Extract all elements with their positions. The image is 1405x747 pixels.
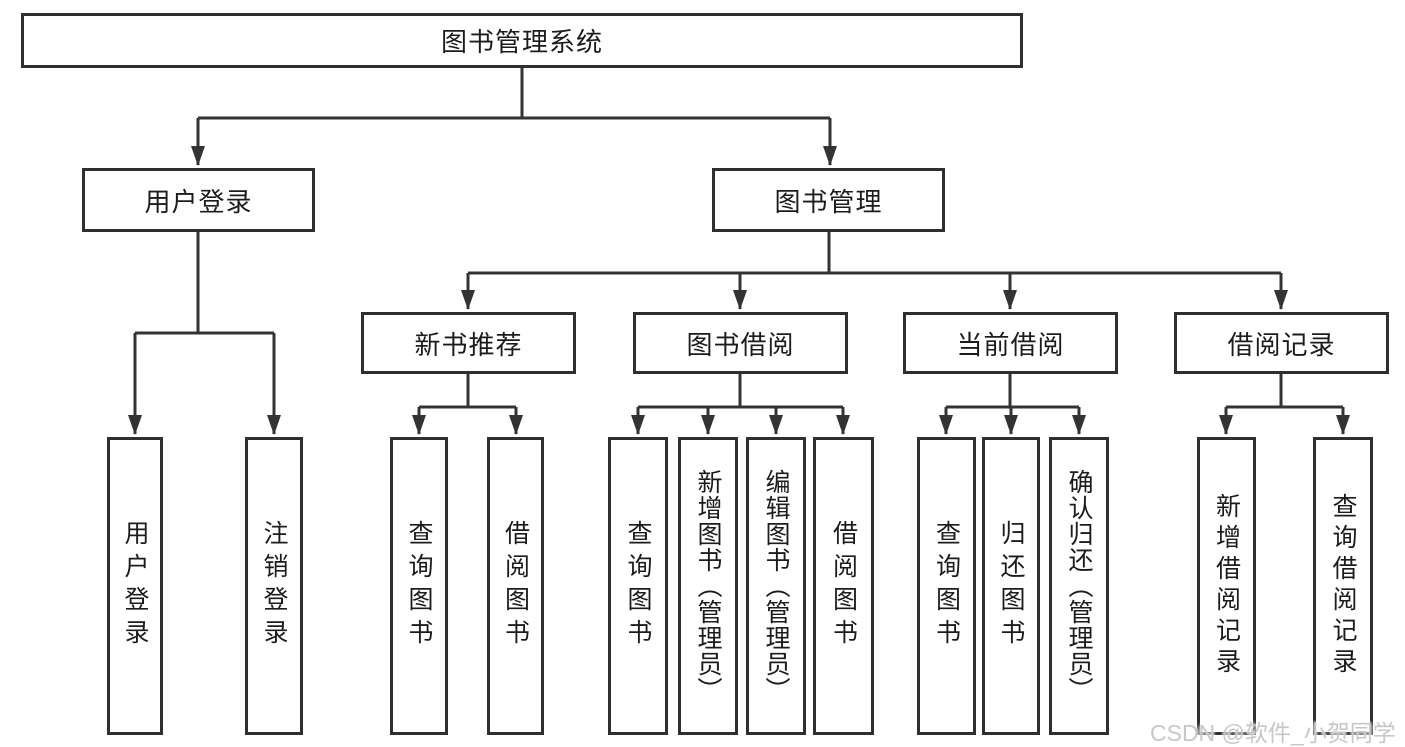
connector-current-split	[946, 374, 1079, 409]
node-user-login: 用户登录	[82, 168, 315, 232]
leaf-user-login: 用户登录	[107, 437, 163, 735]
leaf-logout-login: 注销登录	[245, 437, 303, 735]
connector-book-management-split	[468, 232, 1281, 275]
node-current-borrowing: 当前借阅	[903, 312, 1118, 374]
leaf-borrowing-borrow-books: 借阅图书	[813, 437, 874, 735]
node-new-book-recommend: 新书推荐	[361, 312, 576, 374]
node-book-management: 图书管理	[712, 168, 945, 232]
leaf-newbooks-borrow-books: 借阅图书	[487, 437, 544, 735]
leaf-records-query-record: 查询借阅记录	[1313, 437, 1373, 735]
leaf-borrowing-edit-books-admin: 编辑图书（管理员）	[746, 437, 806, 735]
connector-records-split	[1226, 374, 1343, 409]
leaf-current-confirm-return-admin: 确认归还（管理员）	[1049, 437, 1109, 735]
leaf-borrowing-add-books-admin: 新增图书（管理员）	[678, 437, 738, 735]
node-book-borrowing: 图书借阅	[633, 312, 848, 374]
connector-root-split	[198, 68, 830, 120]
leaf-newbooks-query-books: 查询图书	[390, 437, 448, 735]
connector-user-login-split	[135, 232, 274, 335]
csdn-watermark: CSDN @软件_小贺同学	[1150, 720, 1396, 746]
node-borrow-records: 借阅记录	[1174, 312, 1389, 374]
node-root-system: 图书管理系统	[21, 13, 1023, 68]
leaf-current-query-books: 查询图书	[917, 437, 976, 735]
leaf-borrowing-query-books: 查询图书	[608, 437, 668, 735]
leaf-records-add-record: 新增借阅记录	[1197, 437, 1256, 735]
leaf-current-return-books: 归还图书	[982, 437, 1040, 735]
connector-borrowing-split	[638, 374, 843, 409]
connector-new-book-split	[419, 374, 516, 409]
